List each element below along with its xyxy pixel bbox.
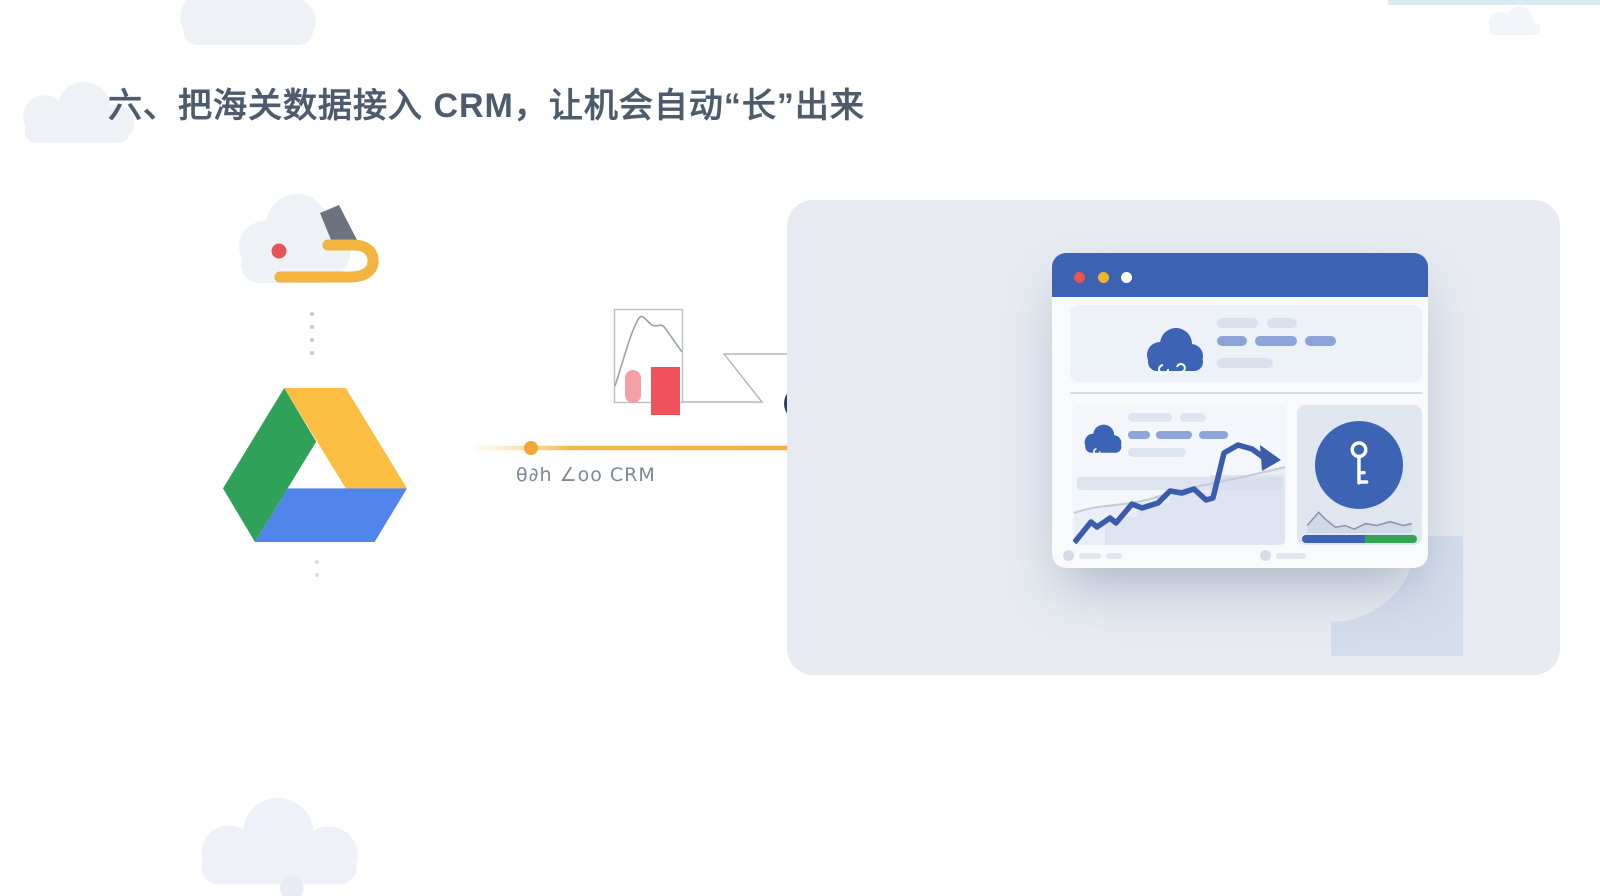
skeleton-bar — [1128, 413, 1172, 422]
cargo-cloud-icon — [239, 194, 379, 283]
mini-area-chart — [1306, 511, 1412, 533]
stats-card-growth — [1072, 405, 1287, 545]
cloud-decoration — [180, 0, 316, 45]
header-card — [1070, 305, 1422, 382]
cloud-icon — [1084, 424, 1122, 456]
window-control-white-icon — [1121, 272, 1132, 283]
skeleton-bar — [1217, 358, 1273, 368]
skeleton-bar — [1199, 431, 1228, 439]
arrow-label: θ∂h ∠oo CRM — [516, 464, 656, 486]
top-edge-strip — [1388, 0, 1600, 5]
stats-card-key — [1297, 405, 1422, 545]
red-dot — [271, 243, 287, 259]
page-title: 六、把海关数据接入 CRM，让机会自动“长”出来 — [108, 87, 865, 125]
footer-item — [1260, 550, 1306, 561]
progress-bar — [1302, 535, 1417, 543]
window-titlebar — [1052, 253, 1428, 297]
footer-bar — [1106, 552, 1122, 559]
footer-dot-icon — [1260, 550, 1271, 561]
progress-segment-blue — [1302, 535, 1366, 543]
progress-segment-green — [1365, 535, 1417, 543]
mini-bar-chart-icon — [613, 308, 684, 415]
footer-dot-icon — [1063, 550, 1074, 561]
cloud-decoration — [1488, 6, 1541, 35]
section-divider — [1070, 392, 1422, 394]
dotted-connector — [315, 560, 319, 577]
sail-shape — [320, 205, 357, 247]
cloud-icon — [1147, 328, 1203, 375]
browser-window — [1052, 253, 1428, 568]
skeleton-bar — [1180, 413, 1206, 422]
window-control-yellow-icon — [1098, 272, 1109, 283]
key-icon — [1350, 441, 1369, 485]
skeleton-bar — [1217, 336, 1247, 346]
skeleton-bar — [1128, 431, 1150, 439]
hull-shape — [274, 239, 379, 283]
skeleton-bar — [1305, 336, 1336, 346]
window-control-red-icon — [1074, 272, 1085, 283]
key-badge — [1315, 421, 1403, 509]
skeleton-bar — [1267, 318, 1297, 328]
footer-bar — [1079, 552, 1101, 559]
dotted-connector — [310, 312, 314, 355]
cloud-decoration — [201, 797, 358, 896]
growth-arrow-chart — [1072, 442, 1286, 545]
google-drive-icon — [223, 388, 407, 542]
footer-item — [1063, 550, 1122, 561]
skeleton-bar — [1128, 448, 1186, 457]
skeleton-bar — [1156, 431, 1192, 439]
cloud-decoration — [23, 82, 135, 143]
skeleton-bar — [1217, 318, 1258, 328]
footer-bar — [1276, 552, 1306, 559]
skeleton-bar — [1255, 336, 1297, 346]
